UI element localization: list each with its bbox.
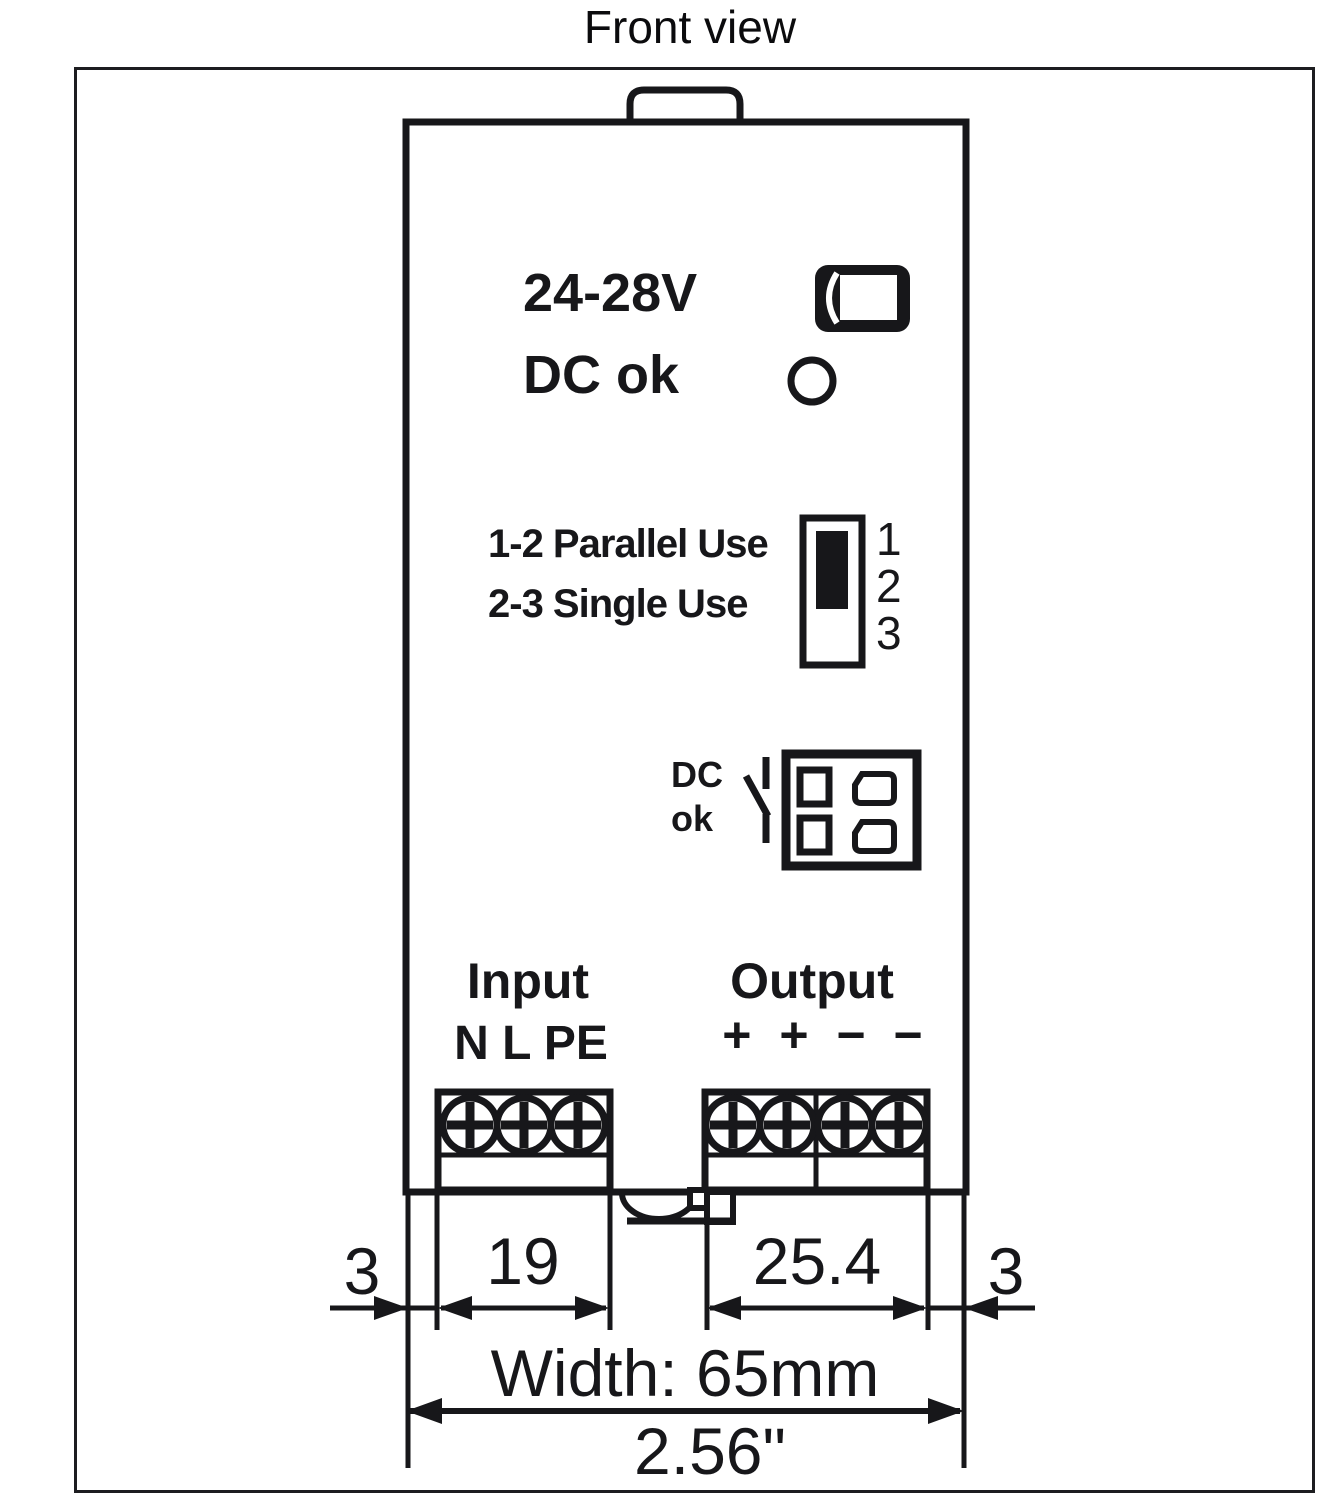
switch-position-1: 1 xyxy=(876,513,902,565)
single-use-label: 2-3 Single Use xyxy=(488,582,748,626)
switch-position-numbers: 1 2 3 xyxy=(876,516,902,657)
din-tab xyxy=(626,86,744,123)
output-label: Output xyxy=(730,953,894,1009)
switch-position-2: 2 xyxy=(876,560,902,612)
dimension-arrowheads xyxy=(374,1296,998,1424)
dim-total-width-mm: Width: 65mm xyxy=(490,1336,880,1410)
dim-output-width: 25.4 xyxy=(752,1224,882,1298)
relay-ok-label: ok xyxy=(671,798,714,839)
dim-right-margin: 3 xyxy=(987,1234,1025,1308)
output-polarity-label: + + − − xyxy=(722,1007,930,1063)
dc-ok-led-icon xyxy=(787,356,837,406)
input-terminals-label: N L PE xyxy=(454,1017,608,1070)
dim-input-width: 19 xyxy=(486,1224,560,1298)
dim-left-margin: 3 xyxy=(343,1234,381,1308)
device-outline xyxy=(402,118,970,1196)
relay-terminal-block xyxy=(781,749,922,871)
input-terminal-block xyxy=(434,1088,614,1194)
parallel-use-label: 1-2 Parallel Use xyxy=(488,522,769,566)
voltage-range-label: 24-28V xyxy=(523,263,698,323)
din-rail-clip xyxy=(619,1187,736,1225)
output-terminal-block xyxy=(701,1088,931,1194)
relay-contact-icon xyxy=(742,757,772,843)
front-view-title: Front view xyxy=(583,1,797,53)
dim-total-width-inches: 2.56" xyxy=(634,1414,786,1488)
diagram-frame xyxy=(74,67,1315,1493)
switch-position-3: 3 xyxy=(876,607,902,659)
dc-ok-label: DC ok xyxy=(523,345,680,405)
mode-slide-switch xyxy=(799,514,866,669)
potentiometer-icon xyxy=(815,265,910,332)
slider-knob xyxy=(816,531,848,609)
input-label: Input xyxy=(466,953,590,1009)
relay-dc-label: DC xyxy=(671,754,723,795)
